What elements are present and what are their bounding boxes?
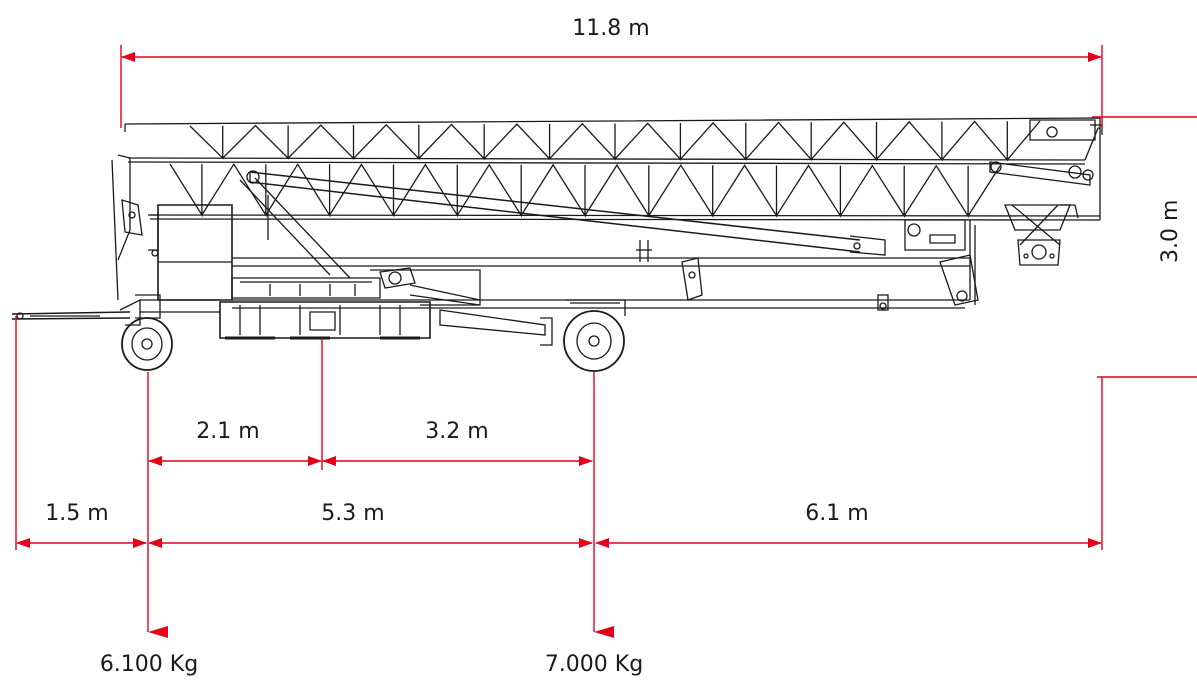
dimension-lines — [15, 45, 1197, 638]
counterweight — [111, 154, 381, 301]
rear-axle-load-label: 7.000 Kg — [544, 652, 644, 677]
rear-overhang-label: 6.1 m — [805, 501, 869, 526]
tower-sections — [232, 219, 979, 346]
rear-wheel — [563, 310, 625, 372]
center-to-rear-axle-label: 3.2 m — [425, 419, 489, 444]
front-axle-load-label: 6.100 Kg — [99, 652, 199, 677]
crane-drawing — [11, 117, 1103, 372]
front-wheel — [121, 317, 173, 371]
chassis — [135, 294, 626, 340]
axle-to-center-label: 2.1 m — [196, 419, 260, 444]
height-label: 3.0 m — [1158, 199, 1183, 263]
strut — [239, 170, 886, 279]
drawbar — [11, 298, 141, 326]
total-length-label: 11.8 m — [572, 16, 650, 41]
drawbar-label: 1.5 m — [45, 501, 109, 526]
jib-lattice — [124, 117, 1103, 221]
wheelbase-label: 5.3 m — [321, 501, 385, 526]
jib-head-hinge — [989, 161, 1094, 266]
